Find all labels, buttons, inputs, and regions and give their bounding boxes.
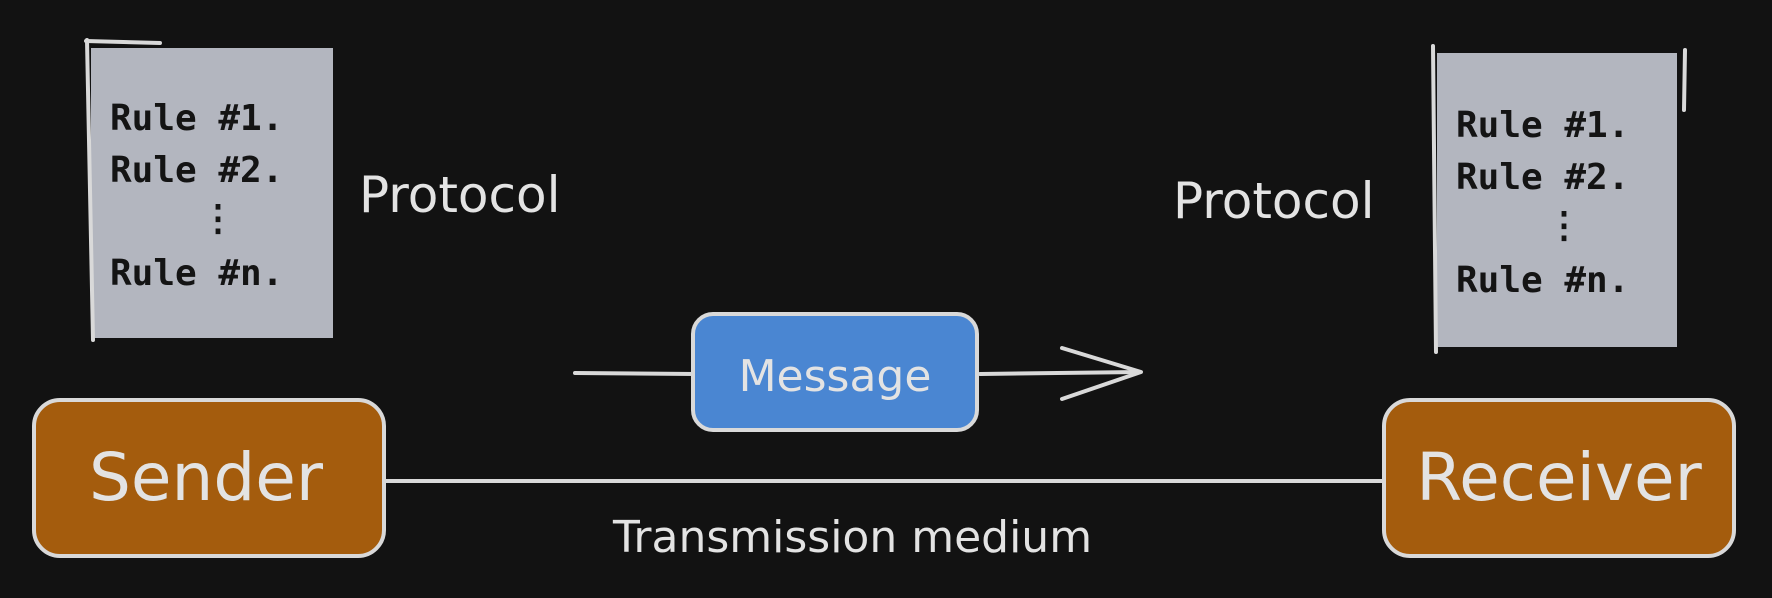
right-rule-1: Rule #1. xyxy=(1456,105,1629,146)
sender-node-bg xyxy=(32,398,386,558)
right-rule-n: Rule #n. xyxy=(1456,260,1629,301)
message-line-left xyxy=(573,371,697,376)
right-card-edge xyxy=(1431,44,1438,354)
receiver-node-bg xyxy=(1382,398,1736,558)
left-protocol-card: Rule #1. Rule #2. ⋮ Rule #n. xyxy=(84,38,333,342)
receiver-node: Receiver xyxy=(1382,398,1736,558)
left-protocol-card-bg xyxy=(91,48,333,338)
transmission-medium-label: Transmission medium xyxy=(612,512,1092,563)
right-card-top-edge xyxy=(1682,48,1687,112)
right-rule-2: Rule #2. xyxy=(1456,157,1629,198)
right-protocol-card-bg xyxy=(1437,53,1677,347)
message-label: Message xyxy=(739,351,932,402)
left-rule-n: Rule #n. xyxy=(110,253,283,294)
left-rule-2: Rule #2. xyxy=(110,150,283,191)
left-rule-ellipsis: ⋮ xyxy=(200,198,236,239)
left-protocol-label: Protocol xyxy=(359,166,561,224)
receiver-label: Receiver xyxy=(1416,439,1702,516)
sender-node: Sender xyxy=(32,398,386,558)
message-line-right xyxy=(978,370,1142,376)
message-box-bg xyxy=(691,312,979,432)
message-arrow-head xyxy=(1060,346,1143,401)
left-rule-1: Rule #1. xyxy=(110,98,283,139)
right-protocol-label: Protocol xyxy=(1173,172,1375,230)
message-box: Message xyxy=(691,312,979,432)
right-protocol-card: Rule #1. Rule #2. ⋮ Rule #n. xyxy=(1431,44,1687,354)
right-rule-ellipsis: ⋮ xyxy=(1546,205,1582,246)
left-card-edge xyxy=(85,38,95,342)
sender-label: Sender xyxy=(89,439,324,516)
left-card-top-edge xyxy=(84,39,162,45)
